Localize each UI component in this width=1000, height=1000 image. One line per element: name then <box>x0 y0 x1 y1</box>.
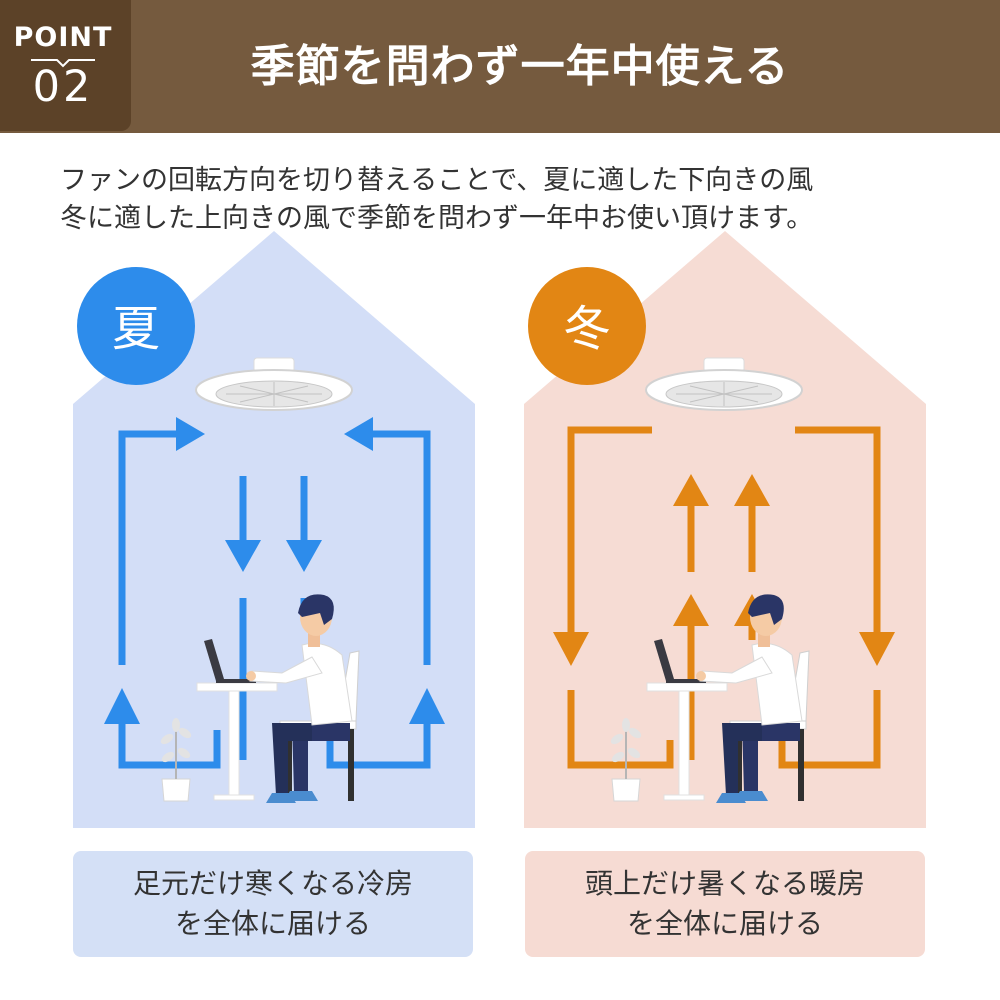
point-divider-icon <box>31 59 95 68</box>
intro-line-1: ファンの回転方向を切り替えることで、夏に適した下向きの風 <box>60 165 814 196</box>
arrowheads <box>553 474 895 666</box>
point-label: POINT <box>13 22 113 53</box>
winter-caption: 頭上だけ暑くなる暖房 を全体に届ける <box>525 851 925 957</box>
point-badge: POINT 02 <box>0 0 131 131</box>
page-title: 季節を問わず一年中使える <box>250 41 790 92</box>
intro-text: ファンの回転方向を切り替えることで、夏に適した下向きの風 冬に適した上向きの風で… <box>60 162 960 238</box>
winter-badge <box>528 267 646 385</box>
arrowheads <box>104 417 445 724</box>
summer-badge <box>77 267 195 385</box>
intro-line-2: 冬に適した上向きの風で季節を問わず一年中お使い頂けます。 <box>60 203 814 234</box>
winter-season-label: 冬 <box>563 301 611 357</box>
winter-caption-line-2: を全体に届ける <box>626 907 823 940</box>
header-bar: POINT 02 季節を問わず一年中使える <box>0 0 1000 133</box>
summer-caption-line-1: 足元だけ寒くなる冷房 <box>132 867 413 900</box>
summer-panel: 夏 <box>73 231 475 828</box>
point-number: 02 <box>32 62 94 112</box>
summer-caption-line-2: を全体に届ける <box>174 907 371 940</box>
summer-season-label: 夏 <box>112 301 160 357</box>
winter-caption-line-1: 頭上だけ暑くなる暖房 <box>584 867 865 900</box>
summer-caption: 足元だけ寒くなる冷房 を全体に届ける <box>73 851 473 957</box>
winter-panel: 冬 <box>524 231 926 828</box>
